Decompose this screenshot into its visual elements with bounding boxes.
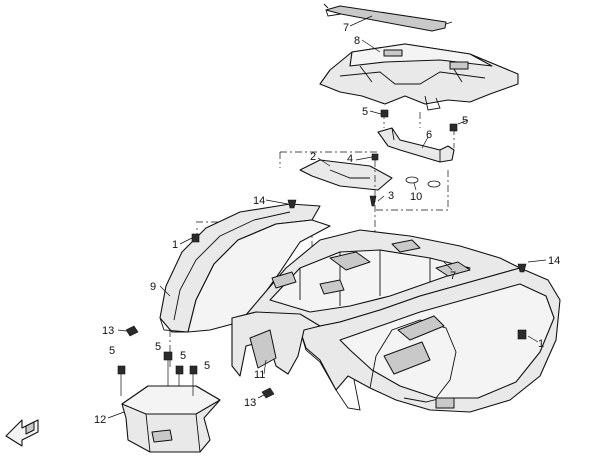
callout-5-box-right: 5 bbox=[204, 360, 210, 372]
callout-5-right: 5 bbox=[462, 115, 468, 127]
callout-5-middle-right: 5 bbox=[180, 350, 186, 362]
callout-14-upper: 14 bbox=[253, 195, 265, 207]
callout-2: 2 bbox=[310, 151, 316, 163]
callout-1-right: 1 bbox=[538, 338, 544, 350]
part-7-top-strip bbox=[325, 5, 447, 32]
callout-11: 11 bbox=[254, 369, 265, 381]
callout-5-left: 5 bbox=[109, 345, 115, 357]
callout-12: 12 bbox=[94, 414, 106, 426]
callout-5-middle: 5 bbox=[155, 341, 161, 353]
part-12-storage-box bbox=[121, 385, 221, 453]
hardware bbox=[117, 3, 527, 399]
part-8-rack-cover bbox=[319, 43, 519, 111]
callout-13-lower: 13 bbox=[244, 397, 256, 409]
callout-14-right: 14 bbox=[548, 255, 560, 267]
callout-8: 8 bbox=[354, 35, 360, 47]
callout-6: 6 bbox=[426, 129, 432, 141]
callout-5-upper: 5 bbox=[362, 106, 368, 118]
front-direction-arrow-icon bbox=[5, 419, 39, 447]
part-9-rear-fender bbox=[159, 203, 561, 413]
callout-labels: 7 8 5 5 6 2 4 3 10 14 1 9 14 7 1 13 5 5 … bbox=[94, 22, 560, 426]
callout-4: 4 bbox=[347, 153, 353, 165]
callout-3: 3 bbox=[388, 190, 394, 202]
callout-13-left: 13 bbox=[102, 325, 114, 337]
callout-10: 10 bbox=[410, 191, 422, 203]
leader-lines bbox=[107, 15, 547, 419]
part-2-plate bbox=[299, 159, 393, 191]
part-11-mud-flap bbox=[231, 311, 321, 377]
callout-7-top: 7 bbox=[343, 22, 349, 34]
callout-1-left: 1 bbox=[172, 239, 178, 251]
part-6-bracket bbox=[377, 127, 455, 163]
callout-7-lower: 7 bbox=[450, 270, 456, 282]
callout-9: 9 bbox=[150, 281, 156, 293]
